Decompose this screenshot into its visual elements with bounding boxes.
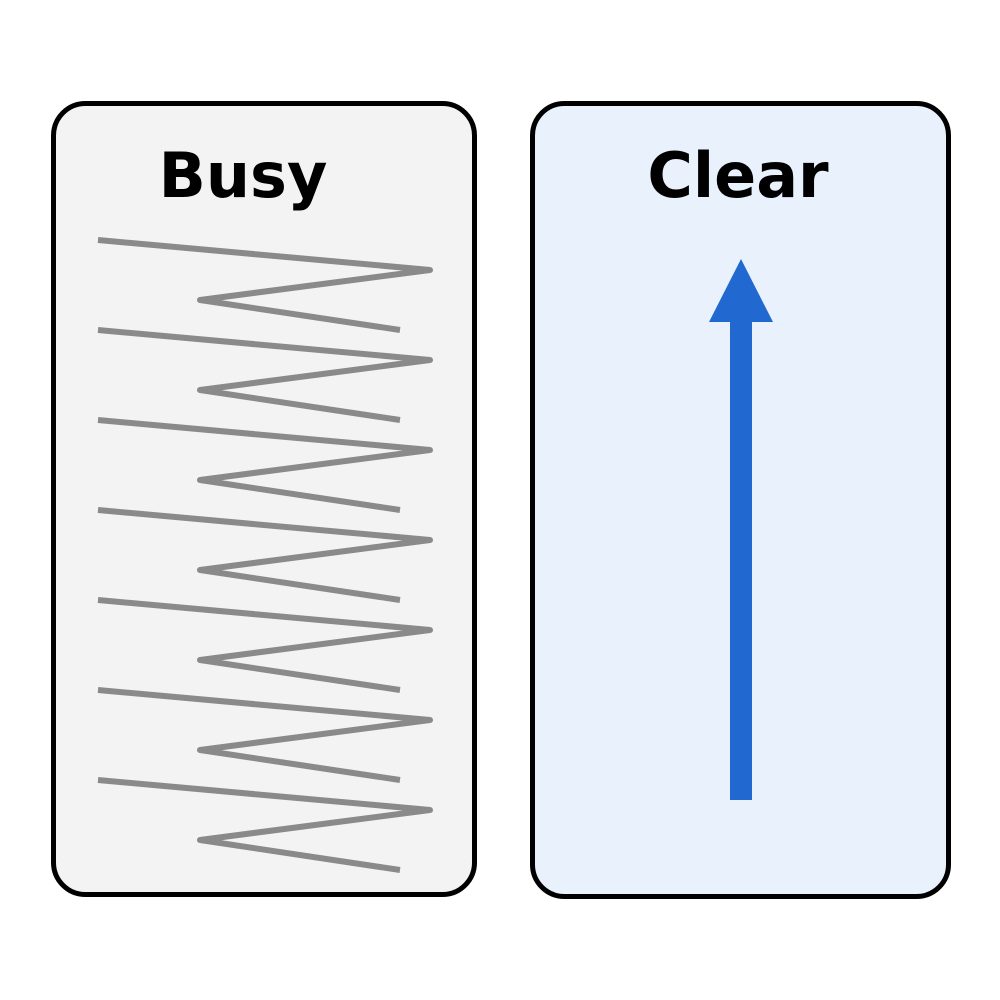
busy-card <box>51 101 477 897</box>
zigzag-scribble-icon <box>97 237 433 873</box>
busy-card-title: Busy <box>159 139 328 212</box>
clear-card-title: Clear <box>647 139 829 212</box>
up-arrow-icon <box>709 259 773 800</box>
